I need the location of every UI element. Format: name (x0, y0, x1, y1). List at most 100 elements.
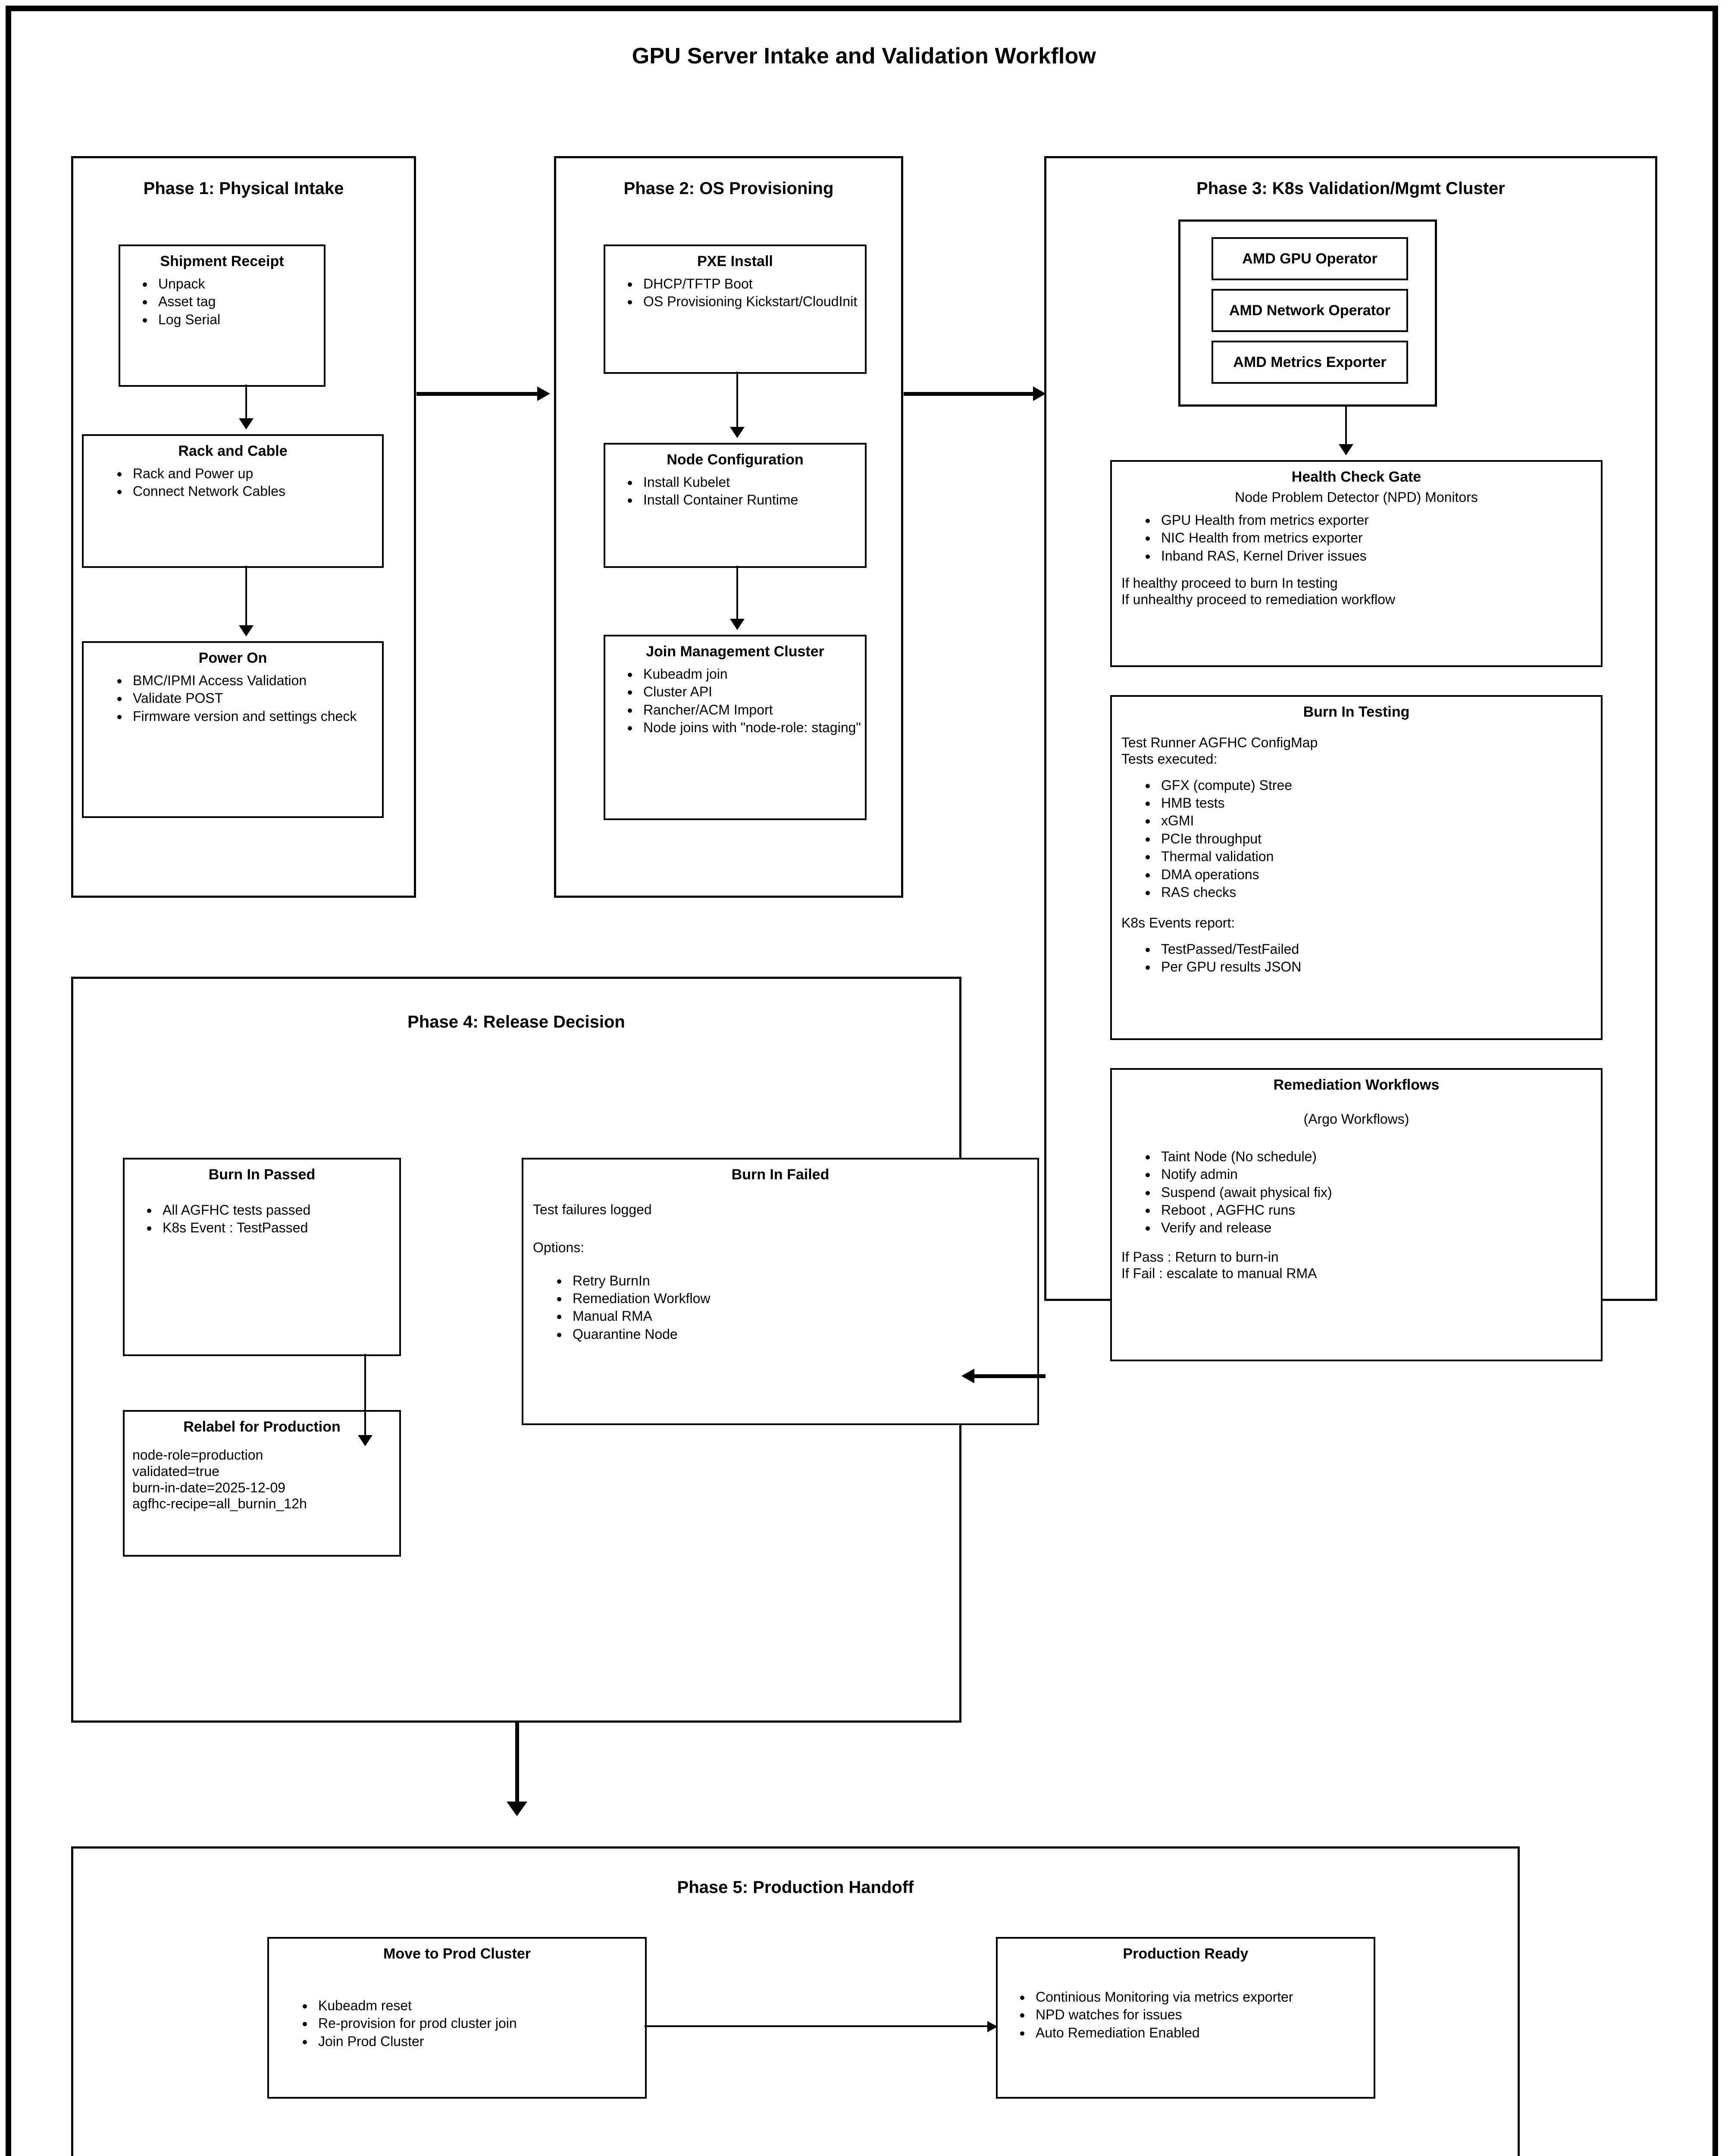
box-burn-in-testing-title: Burn In Testing (1303, 704, 1410, 720)
list-item: Asset tag (154, 293, 324, 310)
box-shipment-receipt[interactable]: Shipment Receipt Unpack Asset tag Log Se… (119, 244, 326, 387)
operator-group-box: AMD GPU Operator AMD Network Operator AM… (1178, 219, 1437, 407)
box-power-on-title: Power On (198, 650, 267, 666)
box-relabel-for-production[interactable]: Relabel for Production node-role=product… (123, 1410, 401, 1557)
list-item: Rack and Power up (128, 465, 382, 482)
box-burn-in-failed-lead: Test failures logged (533, 1202, 652, 1218)
list-item: Thermal validation (1157, 848, 1601, 865)
list-item: TestPassed/TestFailed (1157, 941, 1601, 957)
list-item: K8s Event : TestPassed (158, 1219, 399, 1236)
box-pxe-install-list: DHCP/TFTP Boot OS Provisioning Kickstart… (605, 276, 865, 310)
list-item: Notify admin (1157, 1166, 1601, 1182)
connector-phase4-to-phase5 (515, 1723, 519, 1802)
box-relabel-for-production-title: Relabel for Production (183, 1419, 341, 1435)
list-item: Rancher/ACM Import (639, 702, 865, 718)
box-burn-in-testing-lead: Test Runner AGFHC ConfigMap Tests execut… (1121, 735, 1318, 767)
list-item: Install Kubelet (639, 474, 865, 490)
box-remediation-workflows-footer: If Pass : Return to burn-in If Fail : es… (1121, 1249, 1317, 1281)
phase-3-title: Phase 3: K8s Validation/Mgmt Cluster (1196, 179, 1505, 198)
box-amd-metrics-exporter[interactable]: AMD Metrics Exporter (1211, 341, 1408, 384)
list-item: GFX (compute) Stree (1157, 777, 1601, 793)
phase-2-container: Phase 2: OS Provisioning PXE Install DHC… (554, 156, 903, 898)
list-item: Quarantine Node (568, 1326, 1037, 1342)
list-item: Manual RMA (568, 1308, 1037, 1324)
box-health-check-gate-title: Health Check Gate (1291, 469, 1421, 485)
list-item: OS Provisioning Kickstart/CloudInit (639, 293, 865, 310)
connector-phase3-to-phase4 (974, 1374, 1046, 1378)
arrow-pxe-to-nodeconfig (730, 427, 745, 438)
box-relabel-for-production-body: node-role=production validated=true burn… (132, 1447, 307, 1512)
list-item: Verify and release (1157, 1219, 1601, 1236)
list-item: RAS checks (1157, 884, 1601, 900)
list-item: PCIe throughput (1157, 830, 1601, 847)
list-item: Retry BurnIn (568, 1272, 1037, 1289)
list-item: Reboot , AGFHC runs (1157, 1202, 1601, 1218)
list-item: Per GPU results JSON (1157, 959, 1601, 975)
box-move-to-prod-cluster[interactable]: Move to Prod Cluster Kubeadm reset Re-pr… (267, 1937, 647, 2099)
box-burn-in-failed-list: Retry BurnIn Remediation Workflow Manual… (523, 1272, 1037, 1343)
arrow-rack-to-poweron (239, 625, 254, 636)
box-production-ready-list: Continious Monitoring via metrics export… (998, 1989, 1374, 2041)
list-item: DMA operations (1157, 866, 1601, 883)
box-burn-in-passed[interactable]: Burn In Passed All AGFHC tests passed K8… (123, 1158, 401, 1356)
list-item: Connect Network Cables (128, 483, 382, 499)
box-rack-and-cable[interactable]: Rack and Cable Rack and Power up Connect… (82, 434, 384, 568)
list-item: Remediation Workflow (568, 1290, 1037, 1307)
box-burn-in-failed[interactable]: Burn In Failed Test failures logged Opti… (522, 1158, 1039, 1425)
list-item: Join Prod Cluster (314, 2033, 645, 2049)
box-node-configuration-title: Node Configuration (667, 451, 804, 468)
connector-shipment-to-rack (245, 385, 247, 419)
box-join-management-cluster[interactable]: Join Management Cluster Kubeadm join Clu… (604, 635, 867, 820)
list-item: Firmware version and settings check (128, 708, 382, 724)
box-power-on[interactable]: Power On BMC/IPMI Access Validation Vali… (82, 641, 384, 818)
list-item: Auto Remediation Enabled (1031, 2024, 1374, 2041)
arrow-phase4-to-phase5 (507, 1802, 527, 1816)
connector-move-to-production-ready (645, 2025, 987, 2027)
box-burn-in-testing-list-2: TestPassed/TestFailed Per GPU results JS… (1112, 941, 1601, 975)
list-item: NIC Health from metrics exporter (1157, 530, 1601, 546)
arrow-operators-to-healthgate (1339, 444, 1353, 455)
box-power-on-list: BMC/IPMI Access Validation Validate POST… (84, 672, 382, 724)
connector-rack-to-poweron (245, 566, 247, 626)
list-item: GPU Health from metrics exporter (1157, 512, 1601, 528)
phase-4-title: Phase 4: Release Decision (407, 1012, 625, 1031)
arrow-move-to-production-ready (987, 2021, 998, 2032)
list-item: Install Container Runtime (639, 492, 865, 508)
list-item: Kubeadm reset (314, 1997, 645, 2014)
connector-nodeconfig-to-join (736, 566, 738, 620)
box-node-configuration-list: Install Kubelet Install Container Runtim… (605, 474, 865, 508)
box-amd-gpu-operator[interactable]: AMD GPU Operator (1211, 237, 1408, 280)
arrow-phase1-to-phase2 (537, 386, 550, 401)
box-burn-in-testing-list: GFX (compute) Stree HMB tests xGMI PCIe … (1112, 777, 1601, 901)
page-border (6, 6, 1718, 2156)
box-health-check-gate[interactable]: Health Check Gate Node Problem Detector … (1110, 460, 1603, 667)
box-shipment-receipt-list: Unpack Asset tag Log Serial (120, 276, 324, 328)
list-item: NPD watches for issues (1031, 2006, 1374, 2023)
box-pxe-install[interactable]: PXE Install DHCP/TFTP Boot OS Provisioni… (604, 244, 867, 374)
phase-4-container: Phase 4: Release Decision Burn In Passed… (71, 977, 1039, 1723)
box-health-check-gate-list: GPU Health from metrics exporter NIC Hea… (1112, 512, 1601, 564)
arrow-phase2-to-phase3 (1033, 386, 1046, 401)
connector-passed-to-relabel (364, 1354, 366, 1436)
box-amd-network-operator[interactable]: AMD Network Operator (1211, 289, 1408, 332)
box-remediation-workflows[interactable]: Remediation Workflows (Argo Workflows) T… (1110, 1068, 1603, 1361)
box-burn-in-testing-mid: K8s Events report: (1121, 915, 1235, 931)
list-item: Node joins with "node-role: staging" (639, 719, 865, 736)
phase-5-container: Phase 5: Production Handoff Move to Prod… (71, 1846, 1520, 2156)
box-burn-in-passed-title: Burn In Passed (208, 1166, 316, 1183)
list-item: Taint Node (No schedule) (1157, 1148, 1601, 1165)
box-node-configuration[interactable]: Node Configuration Install Kubelet Insta… (604, 443, 867, 568)
box-production-ready[interactable]: Production Ready Continious Monitoring v… (996, 1937, 1375, 2099)
list-item: Suspend (await physical fix) (1157, 1184, 1601, 1200)
box-burn-in-testing[interactable]: Burn In Testing Test Runner AGFHC Config… (1110, 695, 1603, 1040)
connector-phase2-to-phase3 (904, 392, 1033, 396)
arrow-phase3-to-phase4 (961, 1369, 974, 1383)
arrow-shipment-to-rack (239, 418, 254, 429)
list-item: Cluster API (639, 683, 865, 700)
list-item: HMB tests (1157, 795, 1601, 811)
list-item: xGMI (1157, 812, 1601, 829)
connector-operators-to-healthgate (1345, 404, 1347, 445)
box-remediation-workflows-title: Remediation Workflows (1273, 1077, 1440, 1093)
list-item: Inband RAS, Kernel Driver issues (1157, 548, 1601, 564)
box-rack-and-cable-title: Rack and Cable (178, 443, 288, 459)
